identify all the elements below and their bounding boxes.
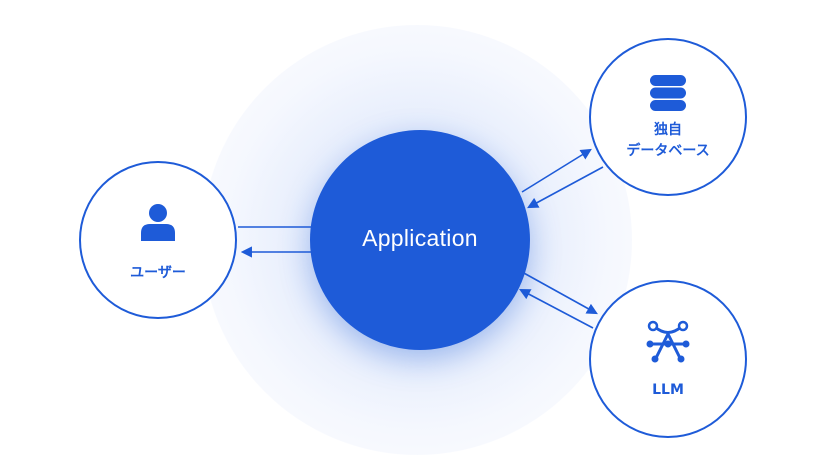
arrow-database-to-app [527, 166, 604, 209]
database-label-line2: データベース [626, 143, 710, 159]
database-icon [649, 74, 687, 112]
user-label: ユーザー [130, 264, 186, 281]
llm-label: LLM [652, 381, 684, 398]
llm-node: LLM [589, 280, 747, 438]
arrow-llm-to-app [519, 288, 594, 329]
application-node: Application [310, 130, 530, 350]
application-label: Application [362, 224, 478, 251]
arrow-app-to-llm [521, 271, 598, 315]
database-node: 独自 データベース [589, 38, 747, 196]
user-icon [140, 203, 176, 241]
arrow-app-to-database [521, 148, 592, 193]
database-label-line1: 独自 [654, 122, 682, 138]
user-node: ユーザー [79, 161, 237, 319]
network-icon [646, 320, 690, 364]
